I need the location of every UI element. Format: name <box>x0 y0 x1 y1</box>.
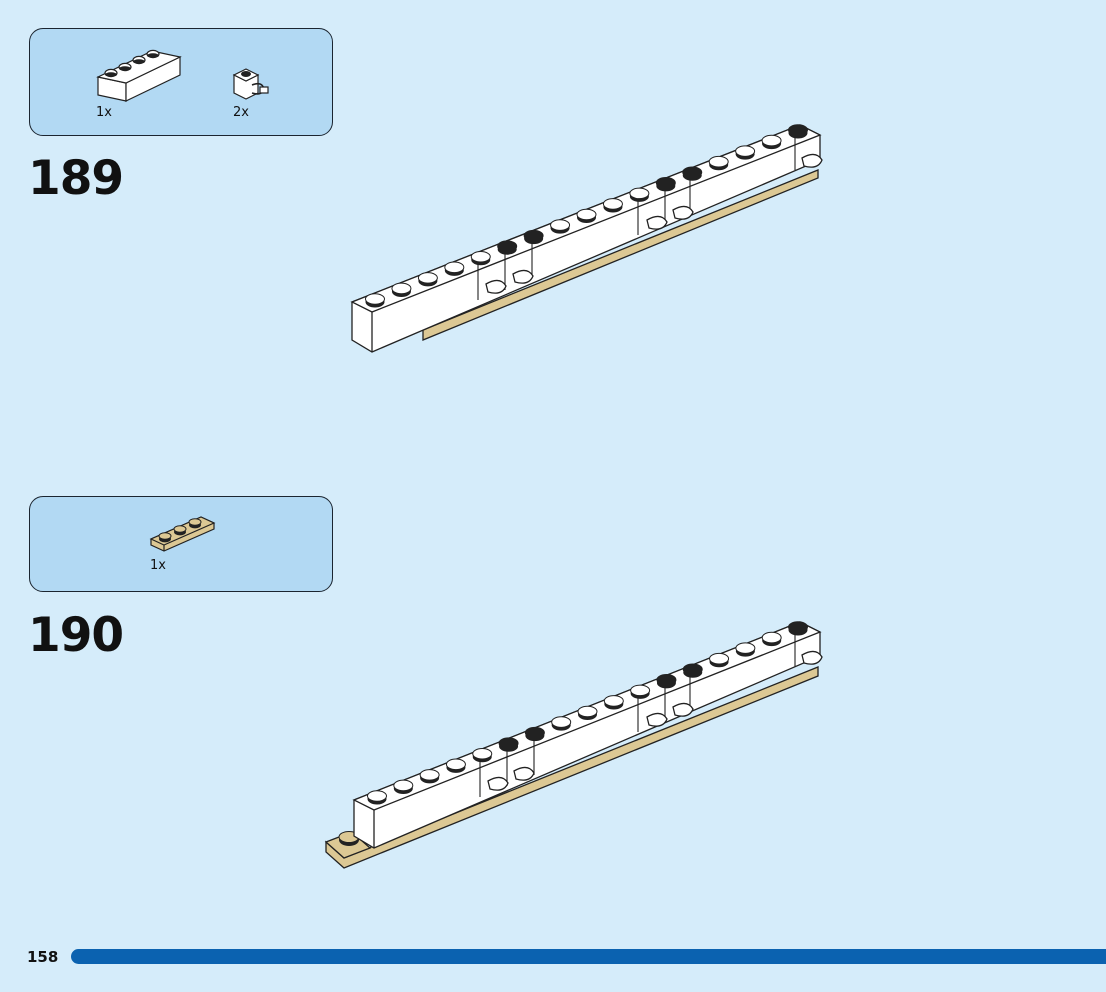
part-quantity: 1x <box>96 105 112 120</box>
stud-top <box>682 166 703 179</box>
stud-top <box>761 631 782 644</box>
step-number: 190 <box>28 608 124 663</box>
stud-top <box>524 726 545 739</box>
step-189-assembly-illustration <box>350 124 823 353</box>
stud-top <box>761 134 782 147</box>
stud-top <box>630 684 651 697</box>
white-brick-1x4-icon <box>96 49 182 102</box>
stud-top <box>629 187 650 200</box>
stud-top <box>365 293 385 305</box>
stud-top <box>682 663 703 676</box>
stud-top <box>391 282 412 295</box>
stud-top <box>708 155 729 168</box>
stud-top <box>417 272 438 284</box>
stud-top <box>602 198 623 210</box>
stud-top <box>393 779 414 792</box>
parts-list-box: 1x <box>29 496 333 592</box>
stud-top <box>472 747 493 760</box>
page-number: 158 <box>27 948 59 966</box>
white-brick-1x1-clip-icon <box>232 68 269 100</box>
stud-top <box>735 642 756 654</box>
stud-top <box>550 219 571 231</box>
stud-top <box>655 177 676 189</box>
stud-top <box>576 208 597 221</box>
stud-top <box>551 716 572 728</box>
stud-top <box>577 705 598 718</box>
step-number: 189 <box>28 151 124 206</box>
tan-plate-1x3-icon <box>149 516 216 552</box>
stud-top <box>444 261 465 274</box>
stud-top <box>497 240 518 252</box>
part-quantity: 1x <box>150 558 166 573</box>
stud-top <box>603 695 624 707</box>
stud-top <box>709 652 730 665</box>
stud-top <box>788 124 808 136</box>
stud-top <box>523 229 544 242</box>
stud-top <box>419 769 440 781</box>
stud-top <box>788 621 808 633</box>
progress-bar <box>71 949 1106 964</box>
stud-top <box>498 737 519 749</box>
stud-top <box>367 790 387 802</box>
stud-top <box>656 674 677 686</box>
part-quantity: 2x <box>233 105 249 120</box>
stud-top <box>445 758 466 771</box>
stud-top <box>735 145 756 157</box>
parts-list-box: 1x 2x <box>29 28 333 136</box>
stud-top <box>470 250 491 263</box>
